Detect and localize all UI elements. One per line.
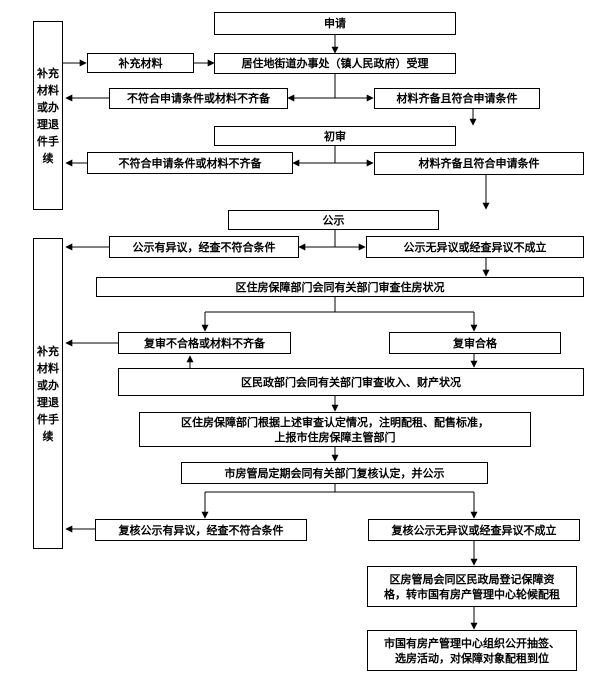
- step-determine: 区住房保障部门根据上述审查认定情况，注明配租、配售标准， 上报市住房保障主管部门: [139, 412, 531, 447]
- step-supplement: 补充材料: [87, 53, 194, 73]
- step-lottery: 市国有房产管理中心组织公开抽签、 选房活动，对保障对象配租到位: [367, 630, 577, 671]
- step-housing-check: 区住房保障部门会同有关部门审查住房状况: [96, 277, 584, 297]
- step-city-review: 市房管局定期会同有关部门复核认定，并公示: [181, 462, 488, 484]
- step-reject2: 不符合申请条件或材料不齐备: [87, 152, 293, 174]
- step-no-objection2: 复核公示无异议或经查异议不成立: [368, 519, 580, 541]
- step-ok2: 材料齐备且符合申请条件: [374, 152, 584, 175]
- step-reject1: 不符合申请条件或材料不齐备: [109, 88, 288, 109]
- step-objection2: 复核公示有异议，经查不符合条件: [95, 519, 307, 541]
- step-initial-review: 初审: [214, 126, 456, 146]
- step-publicity: 公示: [228, 210, 439, 230]
- step-ok1: 材料齐备且符合申请条件: [374, 88, 540, 109]
- side-note-2: 补充材料或办理退件手续: [33, 238, 63, 549]
- step-accept: 居住地街道办事处（镇人民政府）受理: [214, 53, 456, 74]
- step-income-check: 区民政部门会同有关部门审查收入、财产状况: [118, 368, 584, 396]
- side-note-1: 补充材料或办理退件手续: [33, 21, 63, 210]
- step-objection1: 公示有异议，经查不符合条件: [109, 236, 299, 258]
- step-no-objection1: 公示无异议或经查异议不成立: [366, 236, 584, 258]
- step-register: 区房管局会同区民政局登记保障资 格，转市国有房产管理中心轮候配租: [367, 566, 577, 607]
- step-apply: 申请: [214, 12, 456, 35]
- step-recheck-pass: 复审合格: [389, 332, 561, 354]
- step-recheck-fail: 复审不合格或材料不齐备: [118, 332, 291, 354]
